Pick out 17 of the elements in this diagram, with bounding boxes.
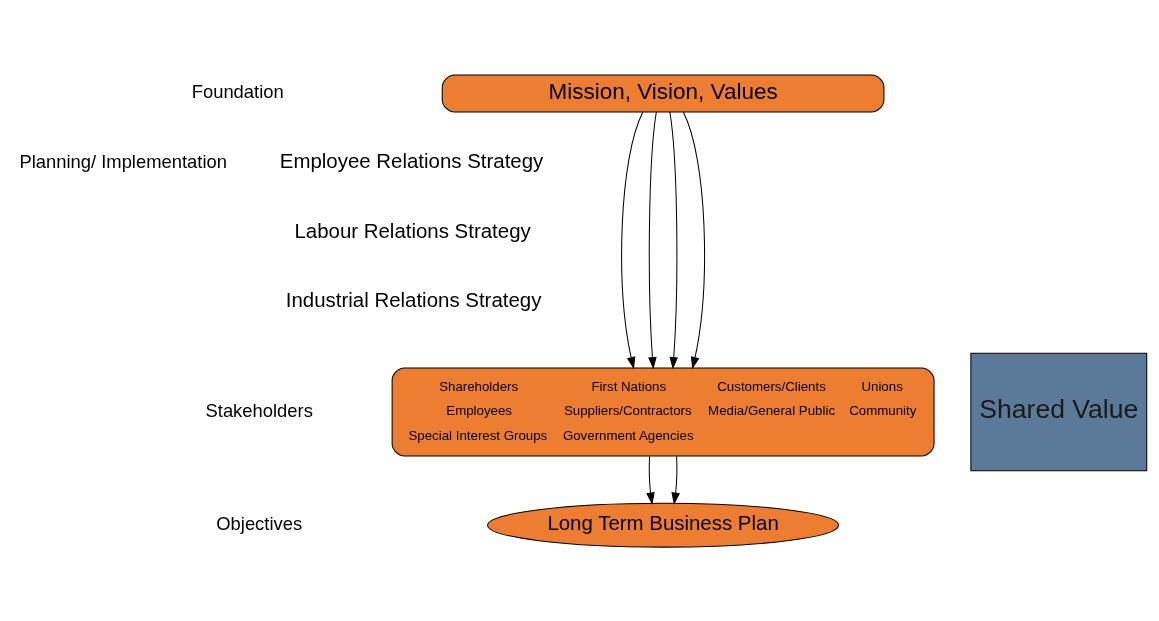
label: Stakeholders <box>205 399 313 421</box>
arrow <box>648 110 657 369</box>
node-box: Shared Value <box>970 352 1148 471</box>
label: Objectives <box>216 512 303 534</box>
node-ellipse: Long Term Business Plan <box>487 502 840 548</box>
arrow <box>669 110 679 369</box>
arrow <box>682 110 705 369</box>
node-box: Shareholders First Nations Customers/Clients Unions Employees Suppliers/Contractors Media/General Public Community Special Interest Groups Government Agencies <box>391 367 935 456</box>
arrow <box>621 110 644 369</box>
arrow <box>646 455 655 505</box>
node-box: Mission, Vision, Values <box>441 74 885 112</box>
label: Planning/ Implementation <box>19 150 227 172</box>
label: Industrial Relations Strategy <box>285 287 542 311</box>
label: Employee Relations Strategy <box>279 148 544 172</box>
arrow <box>671 455 680 505</box>
label: Labour Relations Strategy <box>294 218 531 242</box>
label: Foundation <box>191 80 284 102</box>
